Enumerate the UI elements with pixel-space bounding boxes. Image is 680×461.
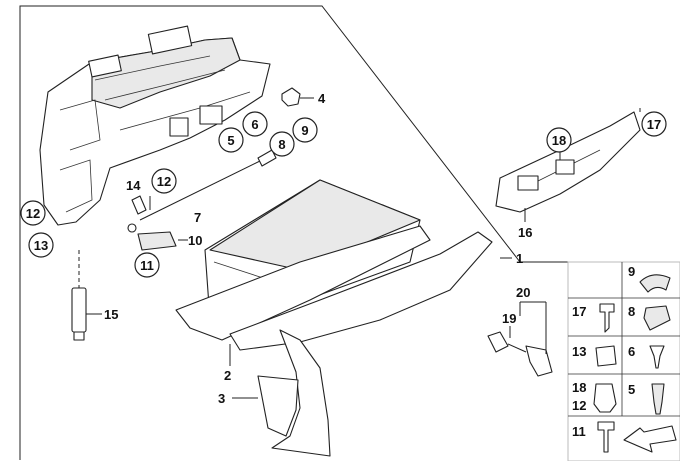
legend-part-17-screw	[599, 303, 615, 333]
lock-parts-19-20	[487, 331, 553, 377]
legend-arrow-icon	[623, 425, 677, 453]
callout-9: 9	[301, 123, 308, 138]
callout-7: 7	[194, 210, 201, 225]
legend-label-11: 11	[572, 424, 586, 439]
legend-part-11-screw	[597, 421, 615, 453]
callout-3: 3	[218, 391, 225, 406]
legend-label-12: 12	[572, 398, 586, 413]
pin-part-14	[131, 195, 147, 215]
cable-part-7	[139, 159, 263, 221]
legend-part-18-12-clip	[593, 383, 617, 413]
callout-19: 19	[502, 311, 516, 326]
clip-part-4	[281, 87, 301, 107]
cable-end-part-8	[257, 149, 277, 167]
legend-part-6-plug	[649, 345, 665, 369]
legend-part-8-grommet	[643, 305, 671, 331]
callout-8: 8	[278, 137, 285, 152]
callout-labels: 4 5 6 8 9 12 14 12 13 7 10 11 15 18 17 1…	[26, 91, 661, 406]
callout-15: 15	[104, 307, 118, 322]
latch-part-10	[137, 231, 177, 251]
leader-lines	[86, 97, 641, 399]
callout-12-a: 12	[157, 174, 171, 189]
callout-18: 18	[552, 133, 566, 148]
callout-11: 11	[140, 258, 154, 273]
legend-label-13: 13	[572, 344, 586, 359]
legend-label-17: 17	[572, 304, 586, 319]
callout-20: 20	[516, 285, 530, 300]
legend-part-9-clip	[639, 274, 671, 293]
callout-6: 6	[251, 117, 258, 132]
callout-16: 16	[518, 225, 532, 240]
legend-label-8: 8	[628, 304, 635, 319]
callout-4: 4	[318, 91, 326, 106]
legend-label-18: 18	[572, 380, 586, 395]
callout-5: 5	[227, 133, 234, 148]
carrier-bracket-drawing	[39, 25, 271, 226]
legend-panel: 9 17 8 13 6 18 12 5 11	[567, 261, 680, 461]
callout-12-b: 12	[26, 206, 40, 221]
legend-label-5: 5	[628, 382, 635, 397]
callout-2: 2	[224, 368, 231, 383]
callout-circles	[20, 111, 667, 278]
glovebox-drawing	[175, 179, 493, 457]
callout-14: 14	[126, 178, 141, 193]
callout-13: 13	[34, 238, 48, 253]
screw-part-10	[127, 223, 137, 233]
bracket-part-16-drawing	[495, 111, 641, 213]
callout-17: 17	[647, 117, 661, 132]
damper-part-15	[71, 250, 87, 341]
callout-10: 10	[188, 233, 202, 248]
legend-part-5-pin	[651, 383, 665, 415]
legend-label-9: 9	[628, 264, 635, 279]
legend-label-6: 6	[628, 344, 635, 359]
legend-part-13-nut	[595, 345, 617, 367]
callout-1: 1	[516, 251, 523, 266]
